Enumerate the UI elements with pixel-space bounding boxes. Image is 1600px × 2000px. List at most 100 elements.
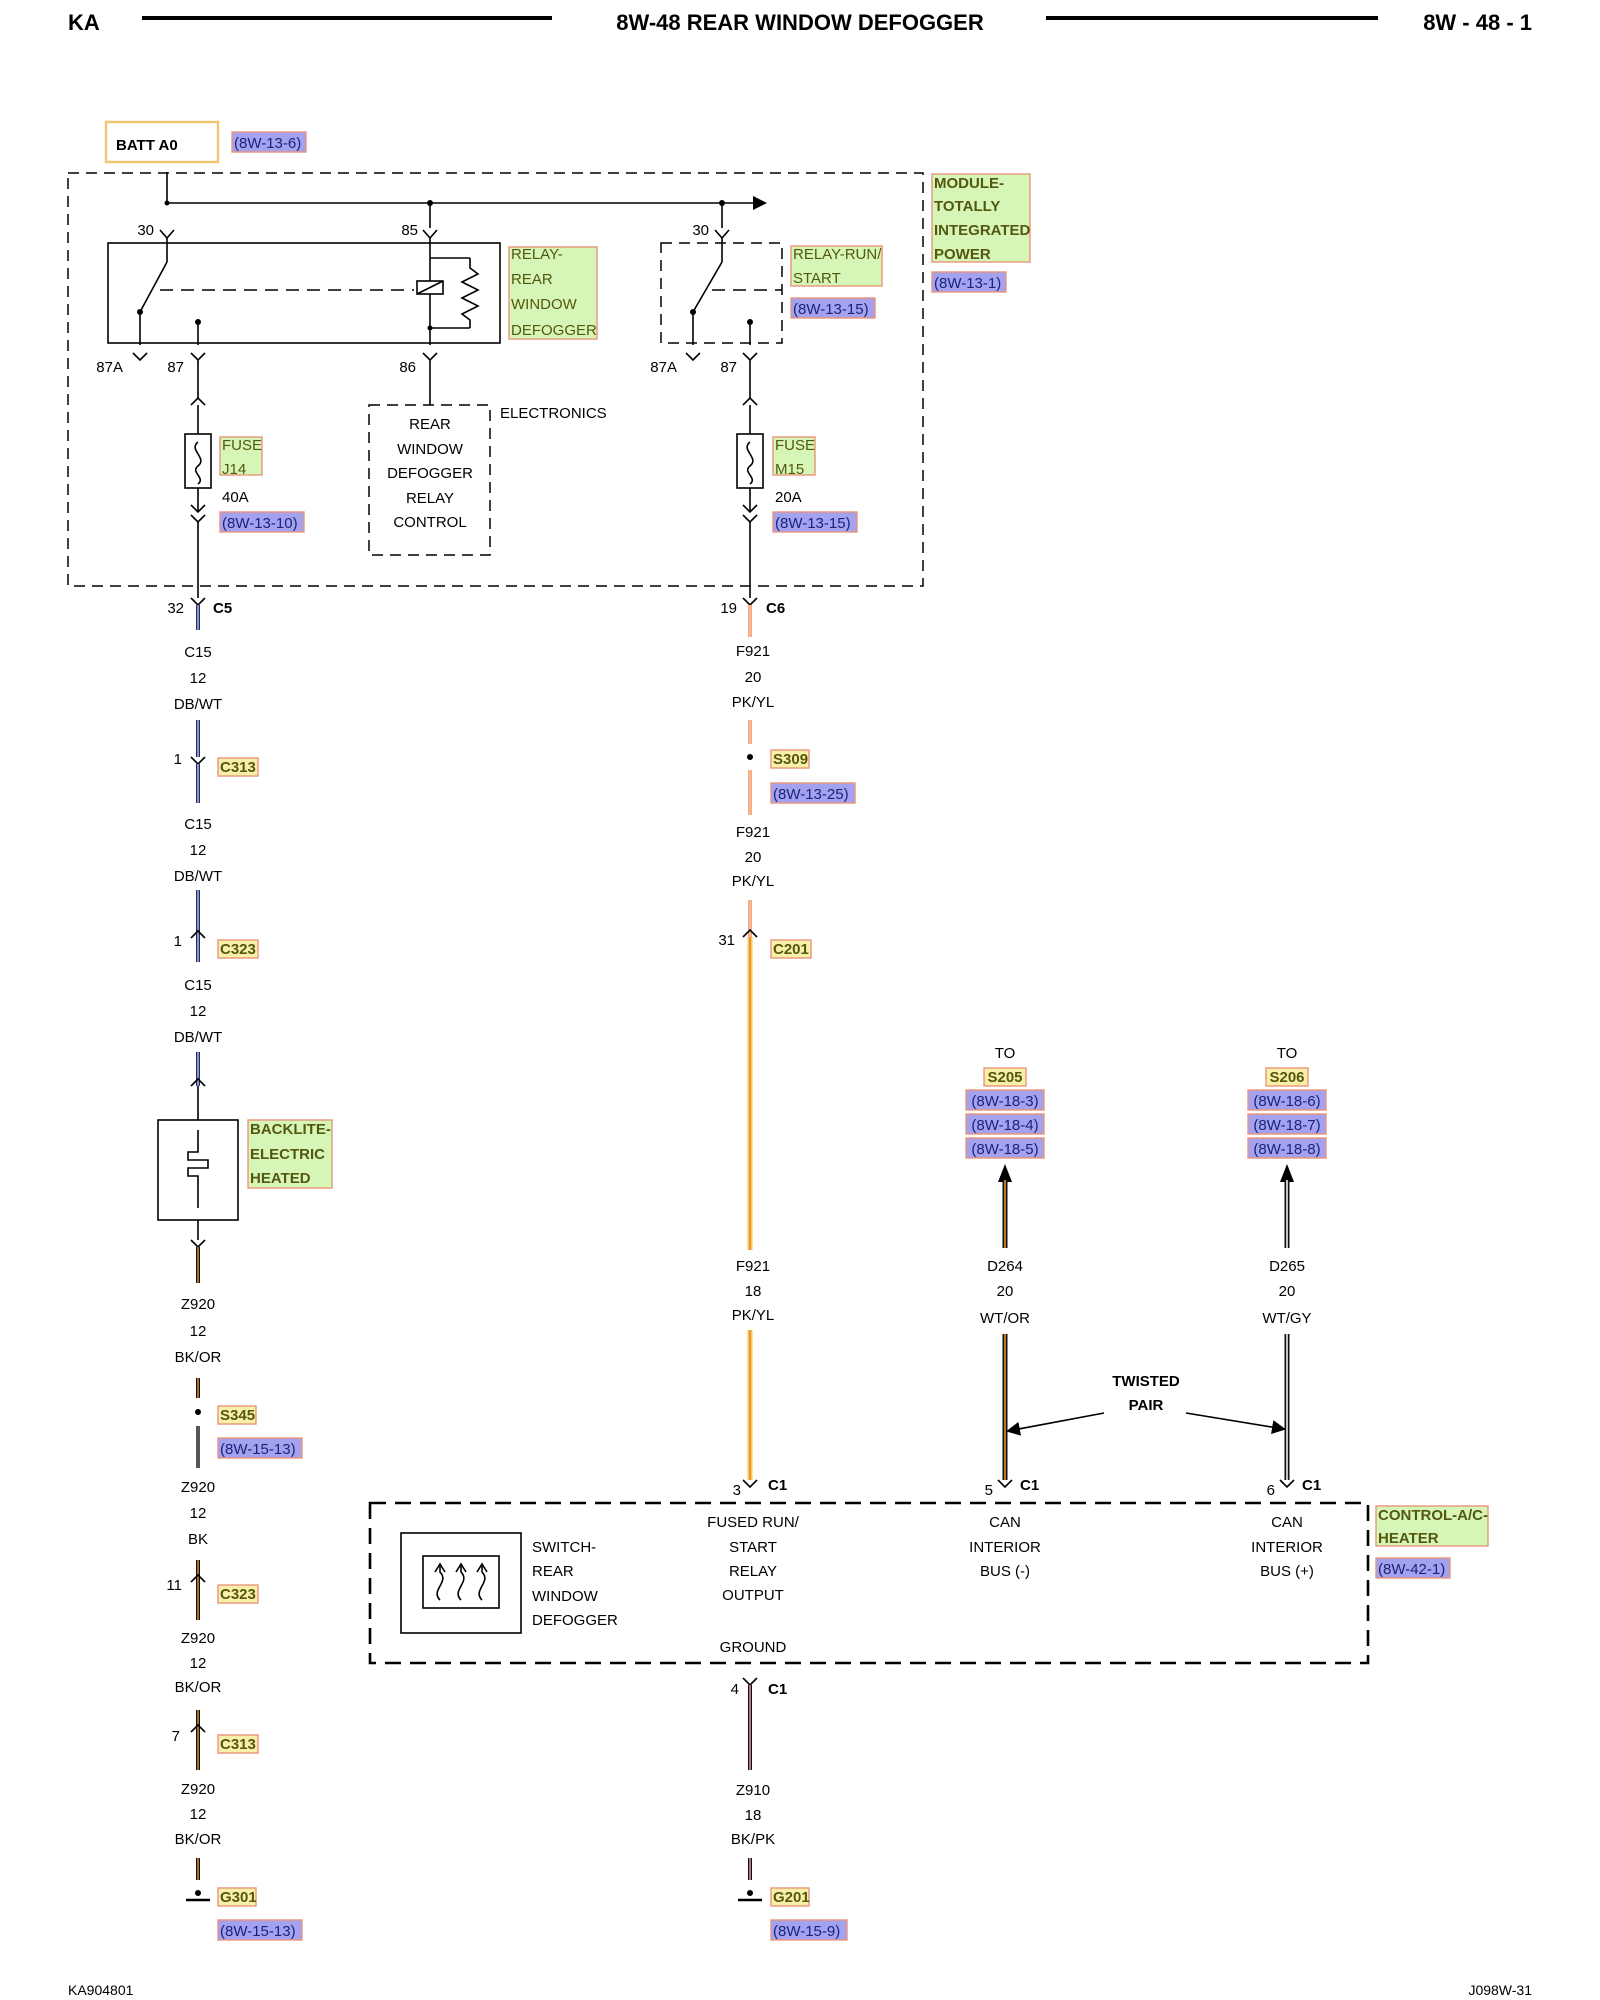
svg-text:F921: F921	[736, 1258, 770, 1275]
connector-c1-pin4: C1	[768, 1681, 787, 1698]
svg-text:C15: C15	[184, 977, 212, 994]
svg-text:(8W-18-5): (8W-18-5)	[971, 1141, 1038, 1158]
relay-rear-window-defogger: 30 85 87A 87 86	[96, 222, 501, 376]
tipm-module-boundary	[67, 172, 924, 587]
tipm-module-label: MODULE- TOTALLY INTEGRATED POWER	[934, 175, 1031, 263]
svg-text:REAR: REAR	[511, 271, 553, 288]
svg-text:FUSED RUN/: FUSED RUN/	[707, 1514, 800, 1531]
svg-text:CONTROL: CONTROL	[393, 514, 466, 531]
svg-text:Z910: Z910	[736, 1782, 770, 1799]
svg-text:20: 20	[997, 1283, 1014, 1300]
wire-z910-label: Z910 18 BK/PK	[731, 1782, 775, 1848]
can-interior-bus-plus-pin: CAN INTERIOR BUS (+)	[1251, 1514, 1323, 1580]
ground-g201-ref: (8W-15-9)	[773, 1923, 840, 1940]
connector-c313-a: C313	[220, 759, 256, 776]
svg-text:POWER: POWER	[934, 246, 991, 263]
connector-c1-pin5: C1	[1020, 1477, 1039, 1494]
svg-text:WT/OR: WT/OR	[980, 1310, 1030, 1327]
svg-text:6: 6	[1267, 1482, 1275, 1499]
svg-text:12: 12	[190, 1003, 207, 1020]
defogger-symbol-icon	[422, 1555, 500, 1609]
svg-text:87: 87	[720, 359, 737, 376]
svg-text:1: 1	[174, 933, 182, 950]
svg-text:J14: J14	[222, 461, 246, 478]
wire-z920-label-4: Z920 12 BK/OR	[175, 1781, 222, 1848]
connector-c1-pin3: C1	[768, 1477, 787, 1494]
svg-text:HEATED: HEATED	[250, 1170, 311, 1187]
svg-text:REAR: REAR	[409, 416, 451, 433]
svg-text:INTERIOR: INTERIOR	[1251, 1539, 1323, 1556]
svg-text:TWISTED: TWISTED	[1112, 1373, 1180, 1390]
svg-text:5: 5	[985, 1482, 993, 1499]
relay-defogger-label: RELAY- REAR WINDOW DEFOGGER	[511, 246, 597, 339]
wire-c15-label-1: C15 12 DB/WT	[174, 644, 222, 713]
svg-text:INTERIOR: INTERIOR	[969, 1539, 1041, 1556]
svg-text:20: 20	[1279, 1283, 1296, 1300]
wire-c15-label-3: C15 12 DB/WT	[174, 977, 222, 1046]
svg-text:Z920: Z920	[181, 1630, 215, 1647]
svg-text:DB/WT: DB/WT	[174, 868, 222, 885]
fuse-j14-rating: 40A	[222, 489, 249, 506]
splice-s205: S205	[987, 1069, 1022, 1086]
svg-text:M15: M15	[775, 461, 804, 478]
svg-text:BK/OR: BK/OR	[175, 1679, 222, 1696]
page-header: KA 8W-48 REAR WINDOW DEFOGGER 8W - 48 - …	[68, 10, 1532, 35]
svg-text:85: 85	[401, 222, 418, 239]
svg-text:DEFOGGER: DEFOGGER	[532, 1612, 618, 1629]
relay-run-start: 30 87A 87	[650, 222, 783, 376]
svg-text:20: 20	[745, 849, 762, 866]
svg-text:CAN: CAN	[1271, 1514, 1303, 1531]
can-bus-minus: TO S205 (8W-18-3) (8W-18-4) (8W-18-5) D2…	[965, 1045, 1045, 1499]
svg-text:HEATER: HEATER	[1378, 1530, 1439, 1547]
rear-window-defogger-relay-control: ELECTRONICS REAR WINDOW DEFOGGER RELAY C…	[368, 360, 607, 556]
svg-text:12: 12	[190, 670, 207, 687]
connector-c5: C5	[213, 600, 232, 617]
wire-f921-label-1: F921 20 PK/YL	[732, 643, 775, 711]
svg-text:32: 32	[167, 600, 184, 617]
svg-text:19: 19	[720, 600, 737, 617]
ground-g301: G301	[220, 1889, 257, 1906]
wire-c15-label-2: C15 12 DB/WT	[174, 816, 222, 885]
hvac-control-module-boundary	[368, 1501, 1370, 1665]
svg-text:CONTROL-A/C-: CONTROL-A/C-	[1378, 1507, 1488, 1524]
svg-text:C15: C15	[184, 816, 212, 833]
svg-text:OUTPUT: OUTPUT	[722, 1587, 784, 1604]
svg-text:REAR: REAR	[532, 1563, 574, 1580]
svg-text:86: 86	[399, 359, 416, 376]
svg-text:WINDOW: WINDOW	[397, 441, 464, 458]
svg-text:D265: D265	[1269, 1258, 1305, 1275]
svg-text:Z920: Z920	[181, 1296, 215, 1313]
wire-f921-label-2: F921 20 PK/YL	[732, 824, 775, 890]
svg-text:DB/WT: DB/WT	[174, 696, 222, 713]
wire-z920-label-3: Z920 12 BK/OR	[175, 1630, 222, 1696]
svg-text:PK/YL: PK/YL	[732, 1307, 775, 1324]
svg-text:CAN: CAN	[989, 1514, 1021, 1531]
svg-text:START: START	[729, 1539, 777, 1556]
ground-pin-label: GROUND	[720, 1639, 787, 1656]
svg-text:RELAY-: RELAY-	[511, 246, 563, 263]
batt-ref: (8W-13-6)	[234, 135, 301, 152]
svg-text:SWITCH-: SWITCH-	[532, 1539, 596, 1556]
batt-label: BATT A0	[116, 137, 178, 154]
wire-z920-label-1: Z920 12 BK/OR	[175, 1296, 222, 1366]
svg-text:DB/WT: DB/WT	[174, 1029, 222, 1046]
svg-text:12: 12	[190, 1323, 207, 1340]
power-bus	[164, 172, 767, 228]
tipm-ref: (8W-13-1)	[934, 275, 1001, 292]
hvac-control-module-ref: (8W-42-1)	[1378, 1561, 1445, 1578]
svg-text:BUS (+): BUS (+)	[1260, 1563, 1314, 1580]
svg-text:18: 18	[745, 1283, 762, 1300]
svg-text:D264: D264	[987, 1258, 1023, 1275]
svg-text:BUS (-): BUS (-)	[980, 1563, 1030, 1580]
svg-text:(8W-18-3): (8W-18-3)	[971, 1093, 1038, 1110]
relay-run-start-ref: (8W-13-15)	[793, 301, 869, 318]
left-circuit	[157, 360, 239, 1902]
footer-left: KA904801	[68, 1982, 134, 1998]
page-title: 8W-48 REAR WINDOW DEFOGGER	[616, 10, 984, 35]
connector-c323-a: C323	[220, 941, 256, 958]
wire-f921-label-3: F921 18 PK/YL	[732, 1258, 775, 1324]
footer-right: J098W-31	[1468, 1982, 1532, 1998]
svg-text:12: 12	[190, 1655, 207, 1672]
svg-text:87: 87	[167, 359, 184, 376]
svg-text:F921: F921	[736, 824, 770, 841]
